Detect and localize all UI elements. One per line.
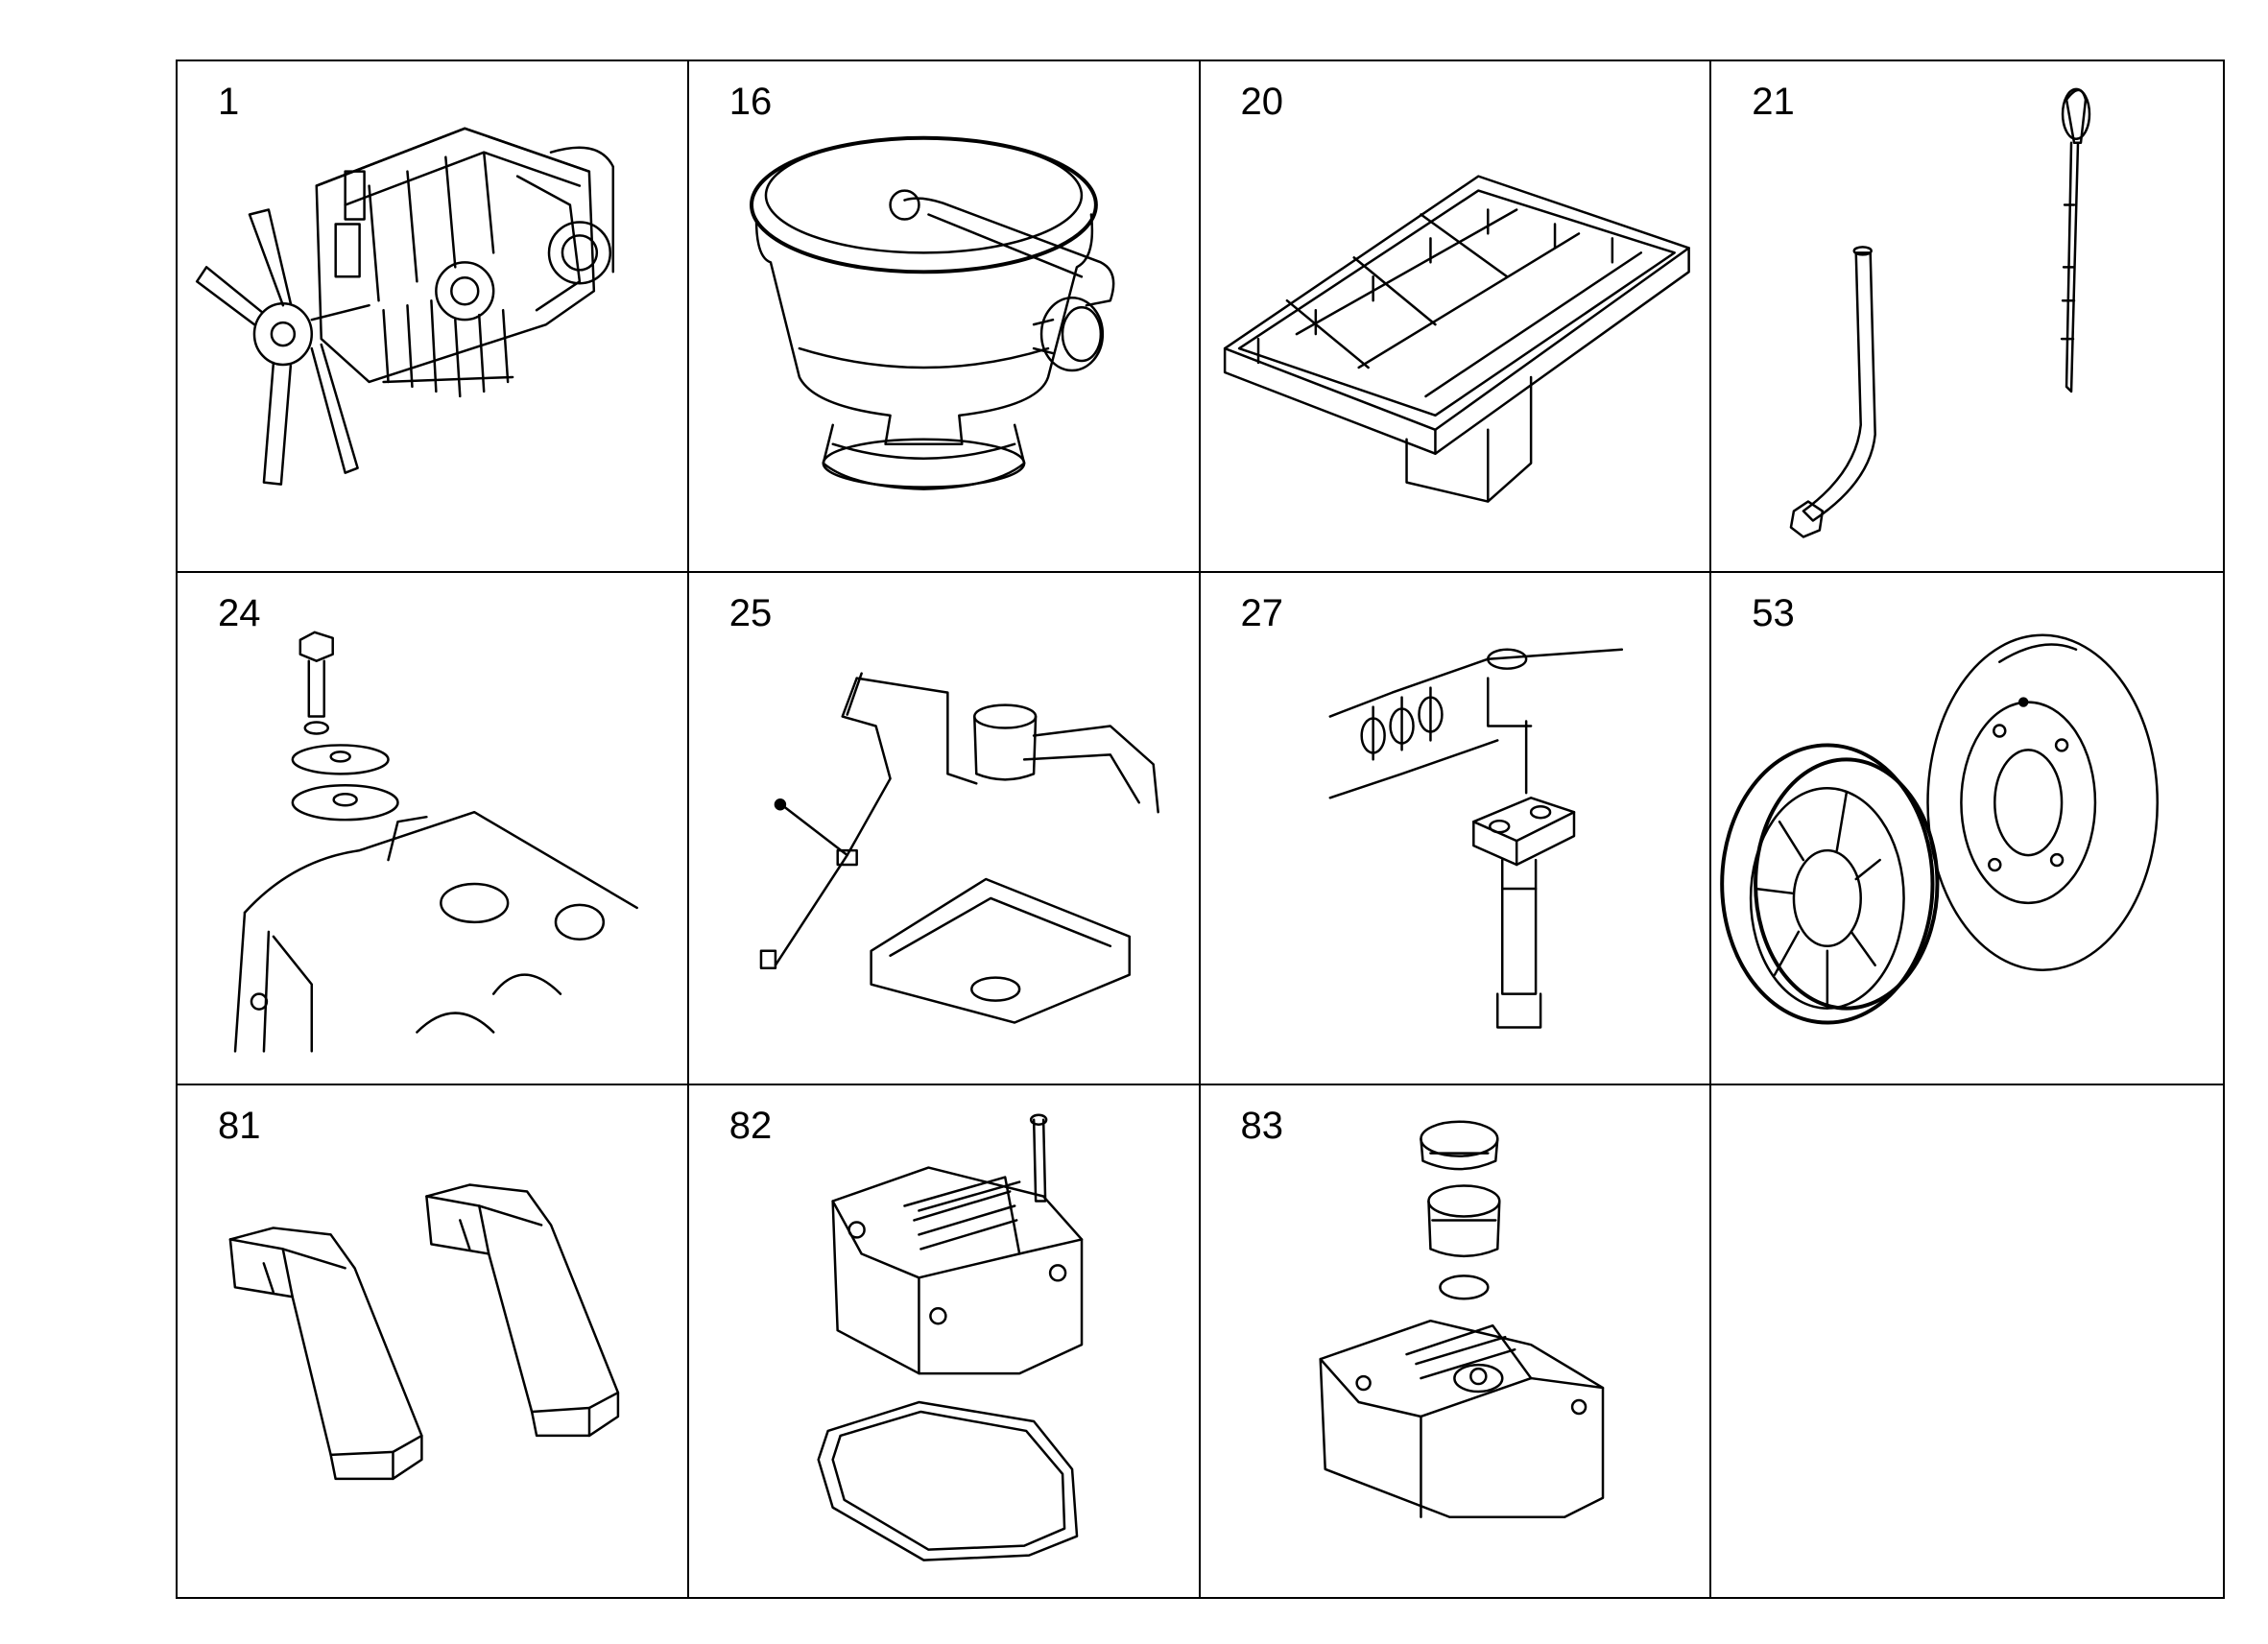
bracket-with-bolt-icon	[1328, 648, 1623, 1030]
part-number: 81	[218, 1104, 261, 1147]
part-number: 24	[218, 592, 261, 635]
part-number: 20	[1240, 81, 1284, 123]
part-cell-16[interactable]: 16	[688, 61, 1201, 574]
oil-pan-frame-icon	[1223, 175, 1690, 503]
part-number: 21	[1752, 81, 1795, 123]
engine-assembly-icon	[195, 127, 615, 486]
part-cell-53[interactable]: 53	[1711, 573, 2223, 1085]
part-cell-27[interactable]: 27	[1200, 573, 1712, 1085]
part-cell-20[interactable]: 20	[1200, 61, 1712, 574]
part-cell-83[interactable]: 83	[1200, 1084, 1712, 1597]
engine-mount-brackets-icon	[228, 1182, 620, 1480]
part-cell-24[interactable]: 24	[178, 573, 689, 1085]
parts-diagram-grid: 1 16	[176, 60, 2225, 1599]
valve-cover-with-filler-cap-icon	[1318, 1120, 1604, 1518]
part-number: 83	[1240, 1104, 1284, 1147]
vibration-damper-pulley-icon	[1720, 633, 2160, 1025]
part-number: 1	[218, 81, 240, 123]
part-number: 25	[728, 592, 773, 635]
part-cell-21[interactable]: 21	[1711, 61, 2223, 574]
valve-cover-with-gasket-icon	[817, 1113, 1084, 1561]
oil-separator-icon	[749, 135, 1115, 490]
part-cell-81[interactable]: 81	[178, 1084, 689, 1597]
empty-cell	[1711, 1084, 2223, 1597]
cover-plate-with-bolt-icon	[233, 631, 638, 1054]
part-cell-25[interactable]: 25	[688, 573, 1201, 1085]
part-cell-82[interactable]: 82	[688, 1084, 1201, 1597]
part-cell-1[interactable]: 1	[178, 61, 689, 574]
breather-line-icon	[759, 672, 1159, 1025]
part-number: 16	[728, 81, 773, 123]
part-number: 82	[728, 1104, 773, 1147]
part-number: 53	[1752, 592, 1795, 635]
part-number: 27	[1240, 592, 1284, 635]
dipstick-and-guide-tube-icon	[1789, 87, 2091, 538]
